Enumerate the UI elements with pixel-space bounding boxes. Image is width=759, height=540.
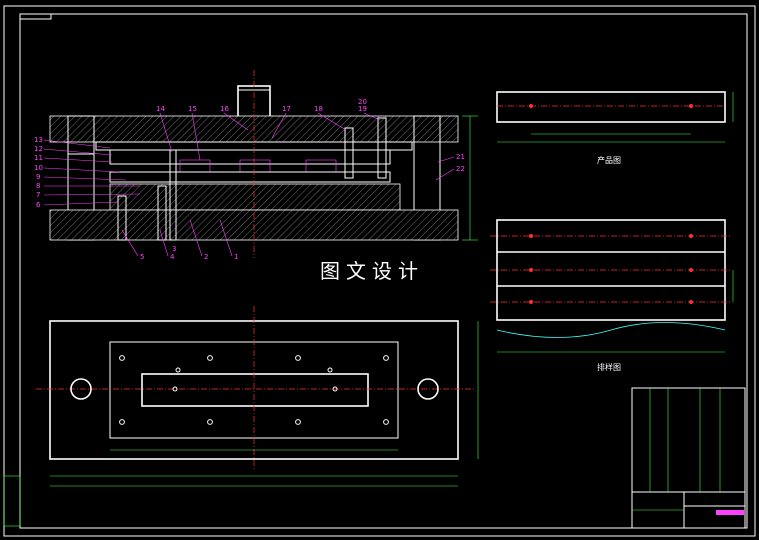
part-label: 20 bbox=[358, 98, 367, 106]
guide-hole-right bbox=[417, 378, 439, 400]
part-label: 11 bbox=[34, 154, 43, 162]
part-label: 13 bbox=[34, 136, 43, 144]
part-label: 14 bbox=[156, 105, 165, 113]
part-label: 21 bbox=[456, 153, 465, 161]
die-block bbox=[109, 183, 401, 211]
product-view: 产品图 bbox=[496, 91, 734, 165]
part-label: 12 bbox=[34, 145, 43, 153]
part-label: 22 bbox=[456, 165, 465, 173]
part-label: 17 bbox=[282, 105, 291, 113]
drawing-frame bbox=[3, 5, 756, 537]
strip-layout-view: 排样图 bbox=[490, 219, 734, 372]
center-title: 图文设计 bbox=[320, 259, 424, 283]
part-label: 4 bbox=[170, 253, 175, 261]
part-label: 10 bbox=[34, 164, 43, 172]
die-plan-view bbox=[36, 306, 479, 487]
die-section-view bbox=[49, 70, 478, 258]
part-label: 6 bbox=[36, 201, 41, 209]
part-label: 19 bbox=[358, 105, 367, 113]
part-label: 16 bbox=[220, 105, 229, 113]
title-block bbox=[631, 387, 746, 529]
part-label: 3 bbox=[172, 245, 176, 253]
part-label: 18 bbox=[314, 105, 323, 113]
part-label: 7 bbox=[36, 191, 40, 199]
part-labels-right: 21 22 bbox=[435, 153, 465, 181]
part-label: 2 bbox=[204, 253, 208, 261]
part-label: 5 bbox=[140, 253, 144, 261]
part-label: 9 bbox=[36, 173, 40, 181]
part-labels-bottom: 5 4 3 2 1 bbox=[121, 219, 238, 261]
product-view-caption: 产品图 bbox=[597, 155, 621, 165]
part-labels-top: 14 15 16 17 18 20 19 bbox=[156, 98, 381, 161]
guide-hole-left bbox=[70, 378, 92, 400]
layout-view-caption: 排样图 bbox=[597, 362, 621, 372]
part-label: 15 bbox=[188, 105, 197, 113]
part-label: 8 bbox=[36, 182, 40, 190]
part-labels-left: 13 12 11 10 9 8 7 6 bbox=[34, 136, 141, 209]
part-label: 1 bbox=[234, 253, 238, 261]
